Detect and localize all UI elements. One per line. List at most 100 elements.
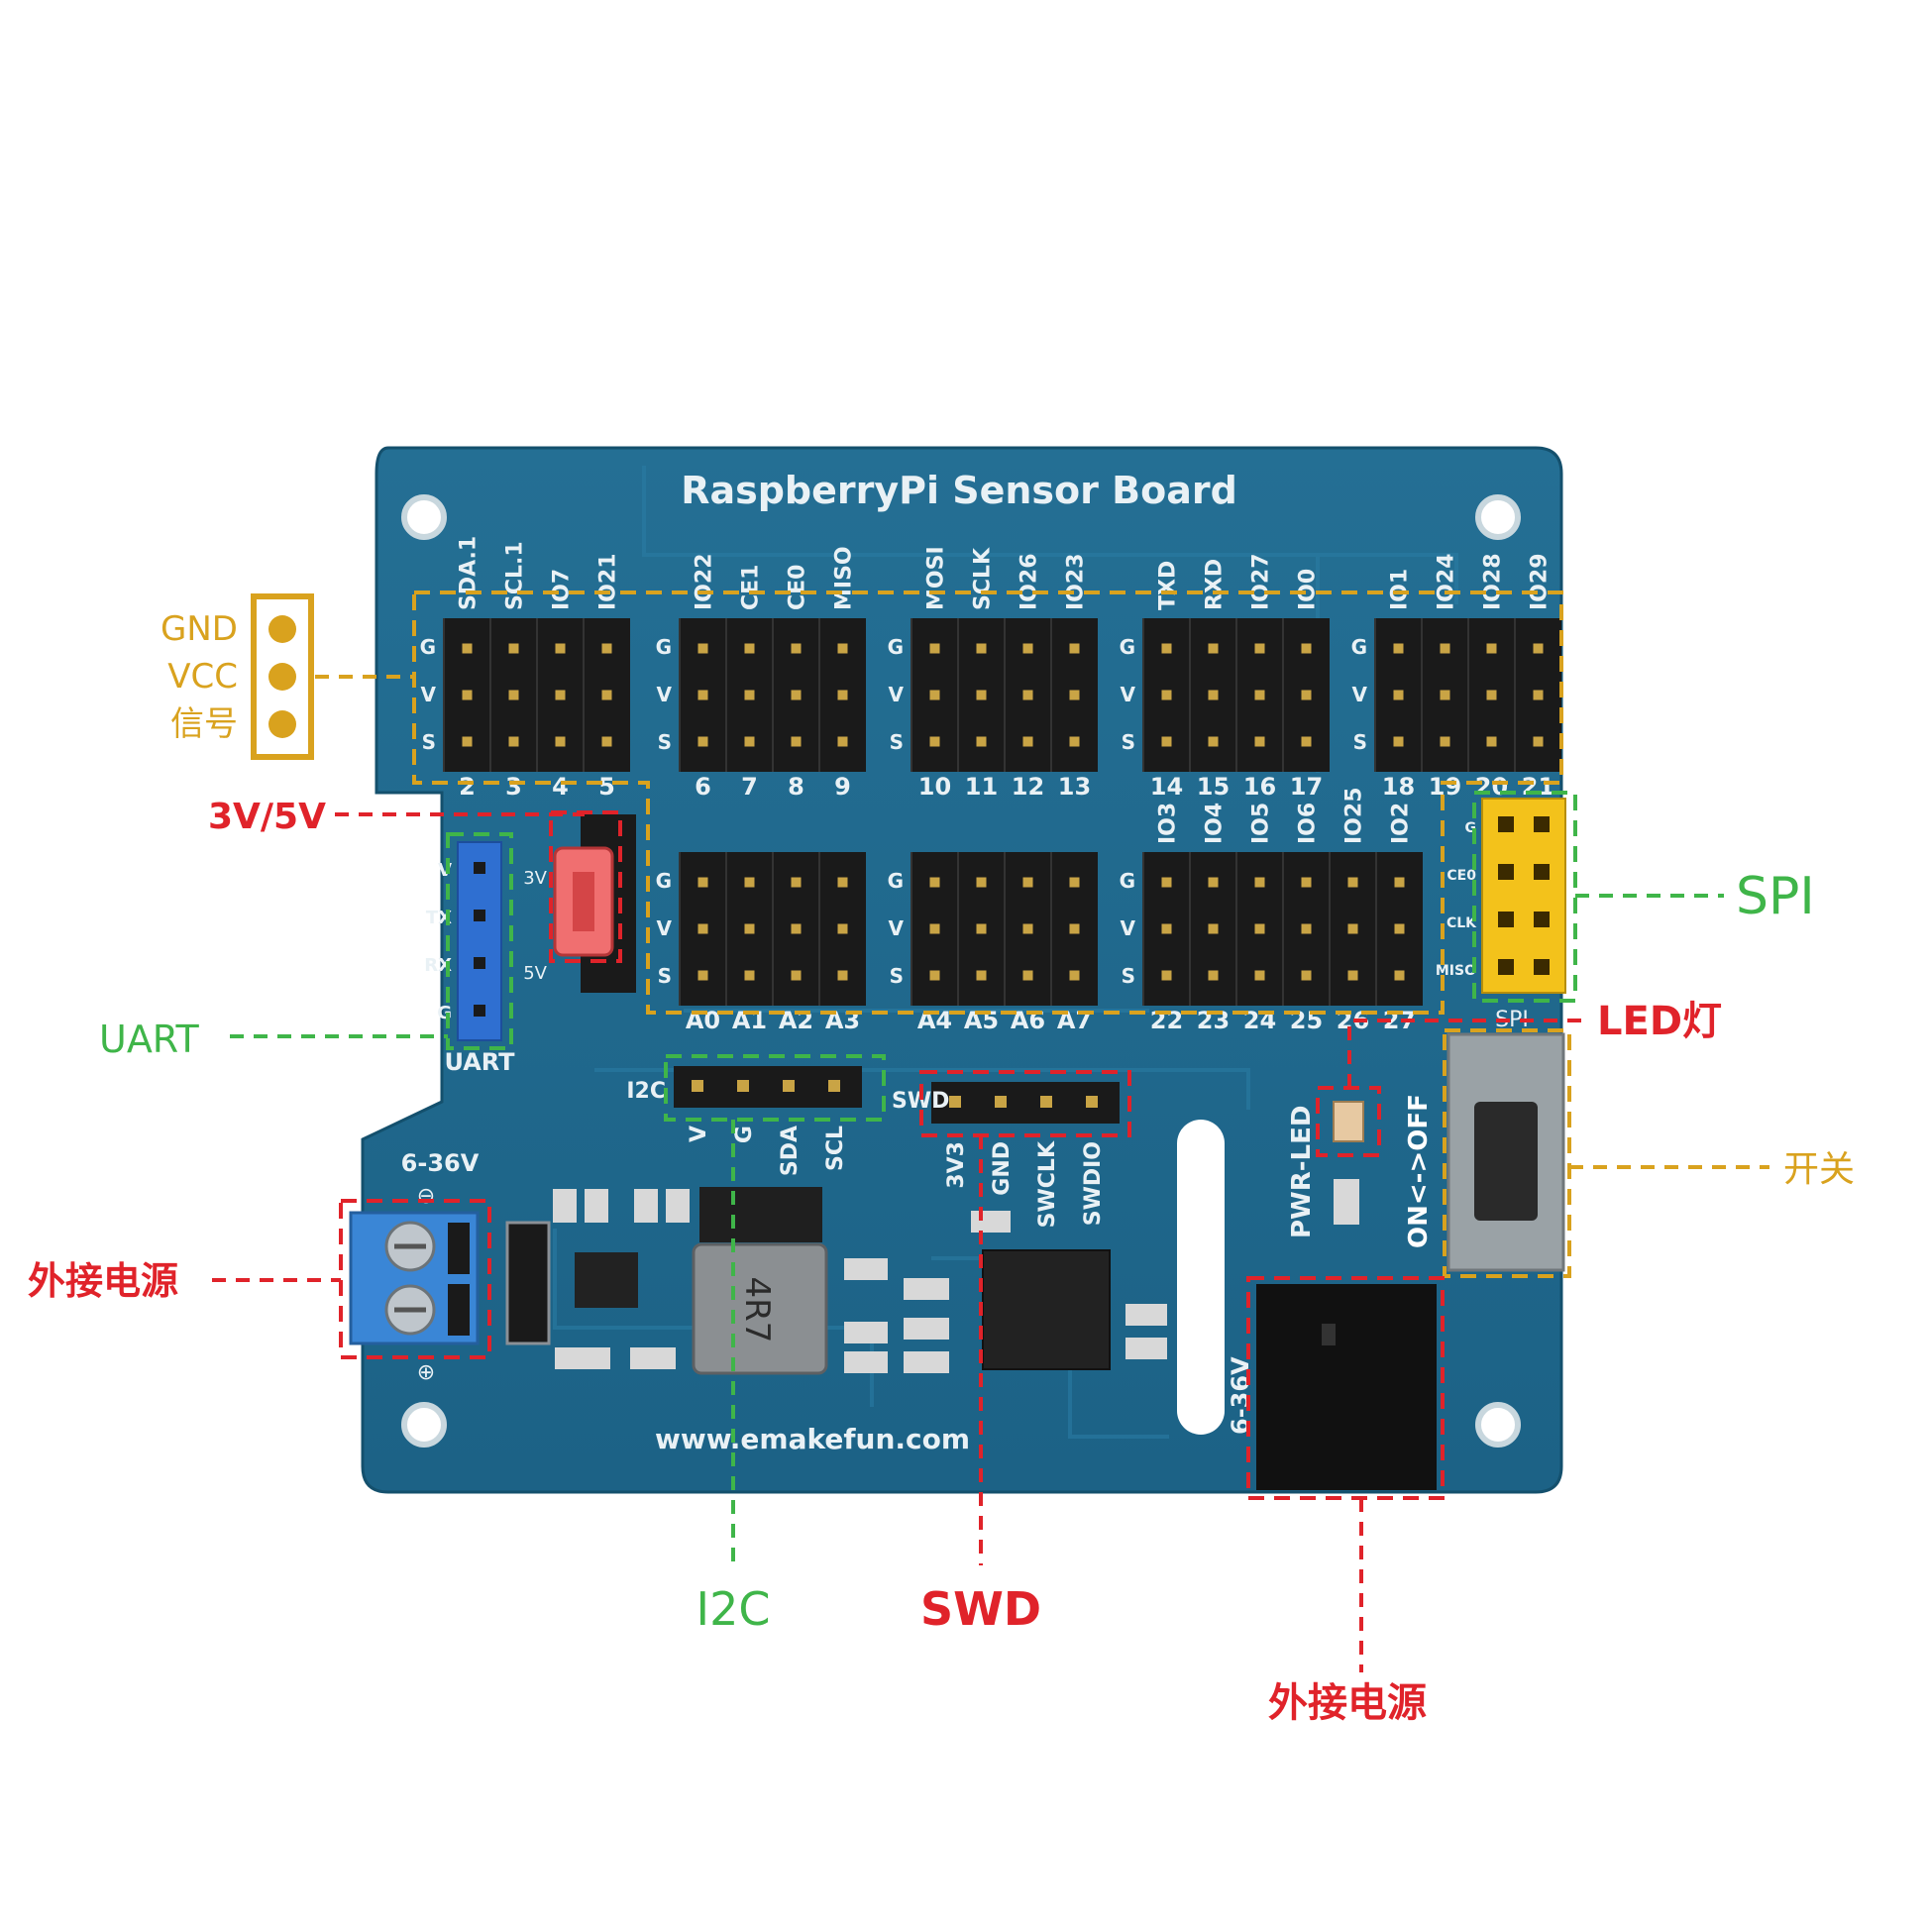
pin-name-label: IO24 (1435, 553, 1459, 610)
pwr-led-label: PWR-LED (1287, 1106, 1317, 1238)
pin-name-label: IO3 (1156, 803, 1181, 844)
callout-uart: UART (99, 1018, 199, 1061)
top-port-pin (929, 736, 940, 747)
pin-name-label: IO22 (693, 553, 717, 610)
led-component (1333, 1101, 1364, 1142)
uart-connector (457, 841, 502, 1041)
top-port-pin (555, 643, 566, 654)
row-label: V (1352, 683, 1368, 706)
bottom-port-pin (1347, 923, 1358, 934)
dc-jack-body (1256, 1284, 1437, 1490)
row-label: S (1122, 964, 1135, 988)
pin-name-label: RXD (1203, 559, 1228, 610)
spi-pin (1534, 912, 1550, 927)
pin-number-label: 20 (1475, 773, 1508, 801)
pin-legend-vcc: VCC (167, 657, 238, 697)
pin-number-label: 18 (1382, 773, 1415, 801)
mounting-hole (1475, 494, 1521, 540)
top-port-pin (929, 643, 940, 654)
bottom-port-pin (697, 970, 708, 981)
pin-number-label: 3 (505, 773, 522, 801)
top-port-pin (601, 690, 612, 700)
row-label: G (656, 635, 672, 659)
board-title: RaspberryPi Sensor Board (681, 469, 1237, 512)
pin-name-label: IO2 (1389, 803, 1414, 844)
top-port-pin (1533, 643, 1544, 654)
smd-part (553, 1189, 577, 1223)
bottom-port-pin (976, 970, 987, 981)
spi-pin (1498, 816, 1514, 832)
pin-number-label: 14 (1150, 773, 1183, 801)
bottom-port-pin (697, 923, 708, 934)
callout-i2c: I2C (696, 1582, 771, 1636)
spi-pin (1534, 864, 1550, 880)
i2c-board-label: I2C (626, 1079, 666, 1104)
spi-pin (1498, 864, 1514, 880)
led-resistor (1334, 1179, 1359, 1225)
spi-pin (1534, 959, 1550, 975)
smd-part (1125, 1304, 1167, 1326)
smd-part (555, 1347, 610, 1369)
top-port-pin (791, 690, 802, 700)
top-port-pin (837, 690, 848, 700)
callout-ext-power-left: 外接电源 (28, 1259, 178, 1303)
top-port-pin (791, 736, 802, 747)
row-label: S (890, 730, 904, 754)
callout-jumper: 3V/5V (208, 797, 326, 837)
pin-number-label: 5 (598, 773, 615, 801)
pin-number-label: 19 (1429, 773, 1461, 801)
pin-legend-box (251, 593, 314, 760)
bottom-port-pin (1022, 877, 1033, 888)
bottom-port-pin (929, 877, 940, 888)
smd-part (904, 1351, 949, 1373)
top-port-pin (1069, 736, 1080, 747)
bottom-port-pin (1394, 923, 1405, 934)
top-port-pin (462, 643, 473, 654)
row-label: V (1121, 916, 1136, 940)
callout-spi: SPI (1736, 867, 1815, 926)
top-port-pin (1254, 690, 1265, 700)
top-port-pin (1208, 690, 1219, 700)
bottom-port-pin (1394, 877, 1405, 888)
smd-part (844, 1258, 888, 1280)
top-port-pin (976, 690, 987, 700)
spi-pin (1498, 912, 1514, 927)
top-port-pin (1022, 690, 1033, 700)
pin-name-label: TXD (1156, 561, 1181, 610)
i2c-pin-label: SDA (778, 1126, 803, 1176)
i2c-pin-label: V (687, 1126, 711, 1142)
smd-part (844, 1322, 888, 1343)
i2c-pin-label: G (732, 1126, 757, 1143)
pin-name-label: CE0 (786, 565, 810, 610)
pin-legend-dot-signal (268, 710, 296, 738)
uart-pin-label: TX (426, 908, 452, 928)
mounting-holes (401, 494, 1521, 1448)
top-port-pin (697, 736, 708, 747)
highlight-boxes (339, 590, 1577, 1500)
top-port-pin (1533, 690, 1544, 700)
swd-pin (949, 1096, 961, 1108)
pin-name-label: IO23 (1064, 553, 1089, 610)
row-label: V (889, 916, 905, 940)
smd-part (585, 1189, 608, 1223)
top-port-pin (837, 736, 848, 747)
pin-name-label: MOSI (924, 546, 949, 610)
pin-number-label: 12 (1012, 773, 1044, 801)
pin-number-label: 8 (788, 773, 804, 801)
swd-pin-label: GND (990, 1141, 1015, 1196)
jumper-outline (549, 810, 622, 963)
diode (505, 1221, 551, 1345)
pin-name-label: IO25 (1342, 787, 1367, 844)
pin-number-label: 11 (965, 773, 998, 801)
spi-pin-label: CE0 (1446, 868, 1476, 884)
power-range-label: 6-36V (401, 1149, 480, 1177)
top-port-pin (601, 643, 612, 654)
top-port-pin (1393, 643, 1404, 654)
top-port-pin (976, 736, 987, 747)
spi-pin-label: MISO (1436, 963, 1476, 979)
terminal-plus-symbol: ⊕ (417, 1360, 435, 1385)
